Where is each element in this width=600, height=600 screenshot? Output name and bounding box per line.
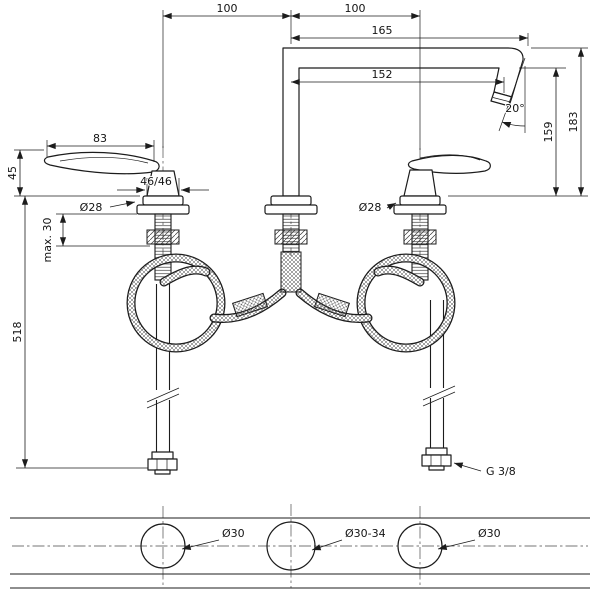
dim-spout-reach: 165 bbox=[372, 24, 393, 37]
right-valve-stem bbox=[403, 169, 437, 197]
dim-hole-left: Ø30 bbox=[222, 527, 245, 540]
dim-handle-height: 45 bbox=[6, 166, 19, 180]
dim-handle-width: 46/46 bbox=[140, 175, 172, 188]
dim-height-underside: 159 bbox=[542, 122, 555, 143]
dim-spray-angle: 20° bbox=[505, 102, 525, 115]
left-lever bbox=[43, 151, 160, 175]
left-threaded-shank bbox=[154, 213, 172, 281]
right-supply-pipe bbox=[421, 300, 456, 471]
center-spout bbox=[264, 47, 524, 253]
dim-supply-length: 518 bbox=[11, 322, 24, 343]
faucet-assembly bbox=[43, 47, 524, 475]
dim-connection-thread: G 3/8 bbox=[486, 465, 516, 478]
center-crimp-sleeve bbox=[280, 251, 302, 293]
left-pipe-connector bbox=[147, 451, 178, 475]
dim-escutcheon-left: Ø28 bbox=[80, 201, 103, 214]
dim-spacing-right: 100 bbox=[345, 2, 366, 15]
countertop-section bbox=[10, 517, 590, 589]
leader-lines bbox=[109, 200, 482, 551]
right-threaded-shank bbox=[411, 213, 429, 281]
dim-hole-right: Ø30 bbox=[478, 527, 501, 540]
right-pipe-connector bbox=[421, 447, 452, 471]
spout-escutcheon-base bbox=[264, 204, 318, 215]
left-handle-valve bbox=[43, 151, 190, 281]
left-crimp-sleeve bbox=[231, 292, 269, 318]
dim-aerator-reach: 152 bbox=[372, 68, 393, 81]
dimension-lines bbox=[16, 12, 585, 468]
dim-max-counter-thickness: max. 30 bbox=[41, 218, 54, 263]
spout-mounting-nut bbox=[274, 229, 308, 245]
left-escutcheon-top bbox=[142, 195, 184, 206]
right-escutcheon-base bbox=[393, 204, 447, 215]
dimension-labels: 100 100 165 152 20° 159 183 83 45 46/46 … bbox=[5, 1, 581, 541]
spout-escutcheon-top bbox=[270, 195, 312, 206]
right-crimp-sleeve bbox=[313, 292, 351, 318]
left-mounting-nut bbox=[146, 229, 180, 245]
dim-escutcheon-right: Ø28 bbox=[359, 201, 382, 214]
angle-construction bbox=[498, 57, 526, 133]
left-escutcheon-base bbox=[136, 204, 190, 215]
flexible-hoses bbox=[126, 251, 456, 353]
left-supply-pipe bbox=[146, 284, 180, 475]
dim-spacing-left: 100 bbox=[217, 2, 238, 15]
aerator bbox=[490, 91, 513, 107]
spout-body bbox=[282, 47, 524, 197]
dim-height-total: 183 bbox=[567, 112, 580, 133]
right-escutcheon-top bbox=[399, 195, 441, 206]
dim-handle-length: 83 bbox=[93, 132, 107, 145]
dim-hole-center: Ø30-34 bbox=[345, 527, 386, 540]
right-mounting-nut bbox=[403, 229, 437, 245]
